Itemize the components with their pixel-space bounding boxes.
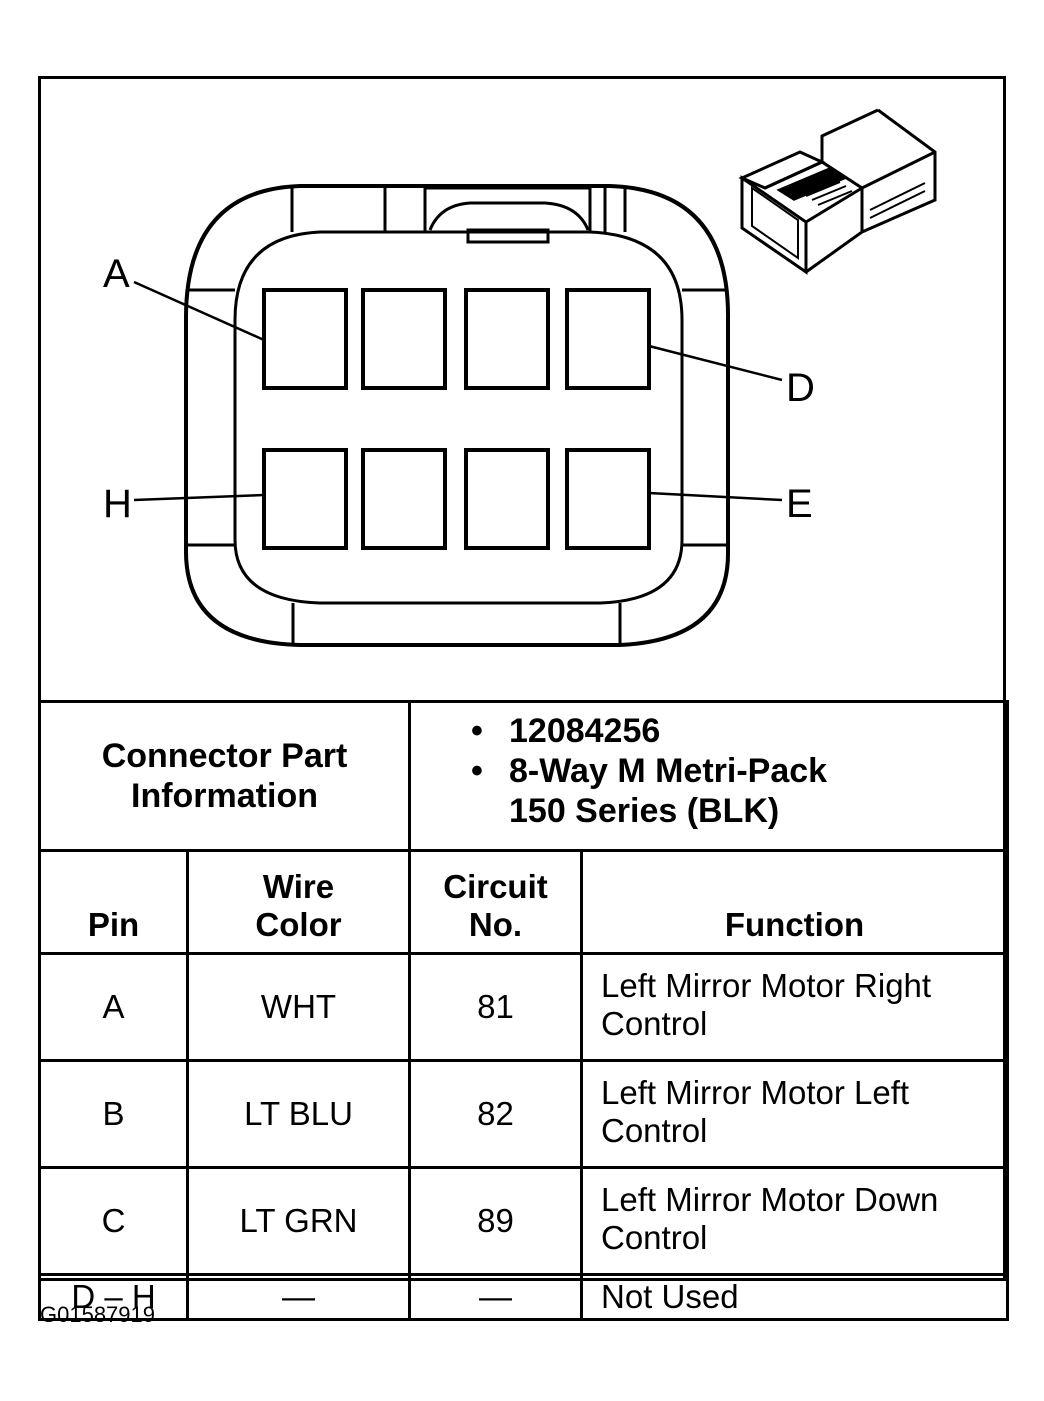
circuit-cell: 82 bbox=[408, 1059, 583, 1169]
part-description: 8-Way M Metri-Pack 150 Series (BLK) bbox=[471, 751, 1006, 831]
latch-outline bbox=[423, 186, 592, 232]
header-pin: Pin bbox=[38, 849, 189, 955]
cavity-g bbox=[361, 448, 447, 550]
cavity-d bbox=[565, 288, 651, 390]
cavity-c bbox=[464, 288, 550, 390]
pin-label-a: A bbox=[103, 252, 130, 296]
wire-color-cell: LT BLU bbox=[186, 1059, 411, 1169]
connector-isometric-icon bbox=[738, 108, 937, 275]
table-row: B LT BLU 82 Left Mirror Motor Left Contr… bbox=[38, 1059, 1009, 1169]
circuit-cell: 81 bbox=[408, 952, 583, 1062]
part-info-label-line2: Information bbox=[131, 777, 318, 815]
cavity-a bbox=[262, 288, 348, 390]
part-info-label-line1: Connector Part bbox=[101, 737, 348, 775]
circuit-cell: — bbox=[408, 1273, 583, 1321]
latch-arc bbox=[428, 201, 590, 231]
header-function: Function bbox=[580, 849, 1009, 955]
pin-cell: A bbox=[38, 952, 189, 1062]
column-header-row: Pin Wire Color Circuit No. Function bbox=[38, 849, 1009, 955]
cavity-f bbox=[464, 448, 550, 550]
pin-cell: C bbox=[38, 1166, 189, 1276]
housing-inner bbox=[233, 230, 684, 605]
header-wire-color: Wire Color bbox=[186, 849, 411, 955]
connector-diagram: A D H E bbox=[103, 108, 937, 647]
figure-id: G01587919 bbox=[40, 1302, 155, 1327]
circuit-cell: 89 bbox=[408, 1166, 583, 1276]
function-cell: Left Mirror Motor Left Control bbox=[580, 1059, 1009, 1169]
wire-color-cell: WHT bbox=[186, 952, 411, 1062]
leader-d bbox=[648, 344, 783, 382]
pin-cavities bbox=[262, 288, 651, 550]
leader-lines bbox=[133, 280, 783, 502]
header-circuit: Circuit No. bbox=[408, 849, 583, 955]
function-cell: Left Mirror Motor Down Control bbox=[580, 1166, 1009, 1276]
table-row: A WHT 81 Left Mirror Motor Right Control bbox=[38, 952, 1009, 1062]
part-info-label: Connector Part Information bbox=[38, 700, 411, 852]
pin-label-h: H bbox=[103, 482, 132, 526]
cavity-b bbox=[361, 288, 447, 390]
cavity-e bbox=[565, 448, 651, 550]
connector-housing bbox=[183, 184, 731, 647]
wire-color-cell: — bbox=[186, 1273, 411, 1321]
leader-a bbox=[133, 280, 265, 342]
wire-color-cell: LT GRN bbox=[186, 1166, 411, 1276]
part-number: 12084256 bbox=[471, 711, 1006, 751]
connector-info-table: Connector Part Information 12084256 8-Wa… bbox=[38, 700, 1009, 1321]
leader-h bbox=[133, 493, 265, 502]
housing-outer bbox=[183, 184, 731, 647]
function-cell: Left Mirror Motor Right Control bbox=[580, 952, 1009, 1062]
pin-cell: D – H bbox=[38, 1273, 189, 1321]
pin-cell: B bbox=[38, 1059, 189, 1169]
part-info-row: Connector Part Information 12084256 8-Wa… bbox=[38, 700, 1009, 852]
latch-tab bbox=[466, 228, 550, 244]
pin-label-e: E bbox=[786, 482, 813, 526]
pin-label-d: D bbox=[786, 366, 815, 410]
cavity-h bbox=[262, 448, 348, 550]
leader-e bbox=[648, 491, 783, 502]
table-row: C LT GRN 89 Left Mirror Motor Down Contr… bbox=[38, 1166, 1009, 1276]
function-cell: Not Used bbox=[580, 1273, 1009, 1321]
part-info-details: 12084256 8-Way M Metri-Pack 150 Series (… bbox=[408, 700, 1009, 852]
table-row: D – H — — Not Used bbox=[38, 1273, 1009, 1321]
